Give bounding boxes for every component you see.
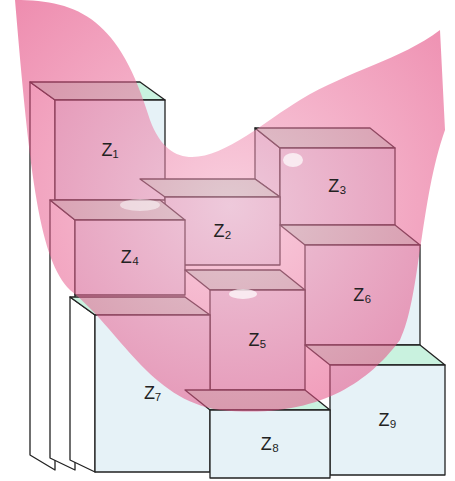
box-face: Z₁ xyxy=(55,100,165,200)
box-label: Z₆ xyxy=(353,285,371,306)
box-label: Z₄ xyxy=(121,247,139,268)
box-label: Z₉ xyxy=(378,410,396,431)
box-face: Z₄ xyxy=(75,220,185,295)
box-face: Z₈ xyxy=(210,410,330,478)
box-face: Z₂ xyxy=(165,197,280,265)
box-label: Z₂ xyxy=(214,221,232,242)
box-face: Z₇ xyxy=(95,315,210,472)
box-label: Z₃ xyxy=(328,176,346,197)
box-face: Z₆ xyxy=(305,245,420,345)
box-label: Z₁ xyxy=(101,140,118,161)
box-face: Z₉ xyxy=(330,365,445,475)
box-label: Z₇ xyxy=(144,383,161,404)
box-face: Z₃ xyxy=(280,148,395,225)
box-label: Z₈ xyxy=(261,434,279,455)
box-face: Z₅ xyxy=(210,290,305,390)
box-label: Z₅ xyxy=(248,330,266,351)
